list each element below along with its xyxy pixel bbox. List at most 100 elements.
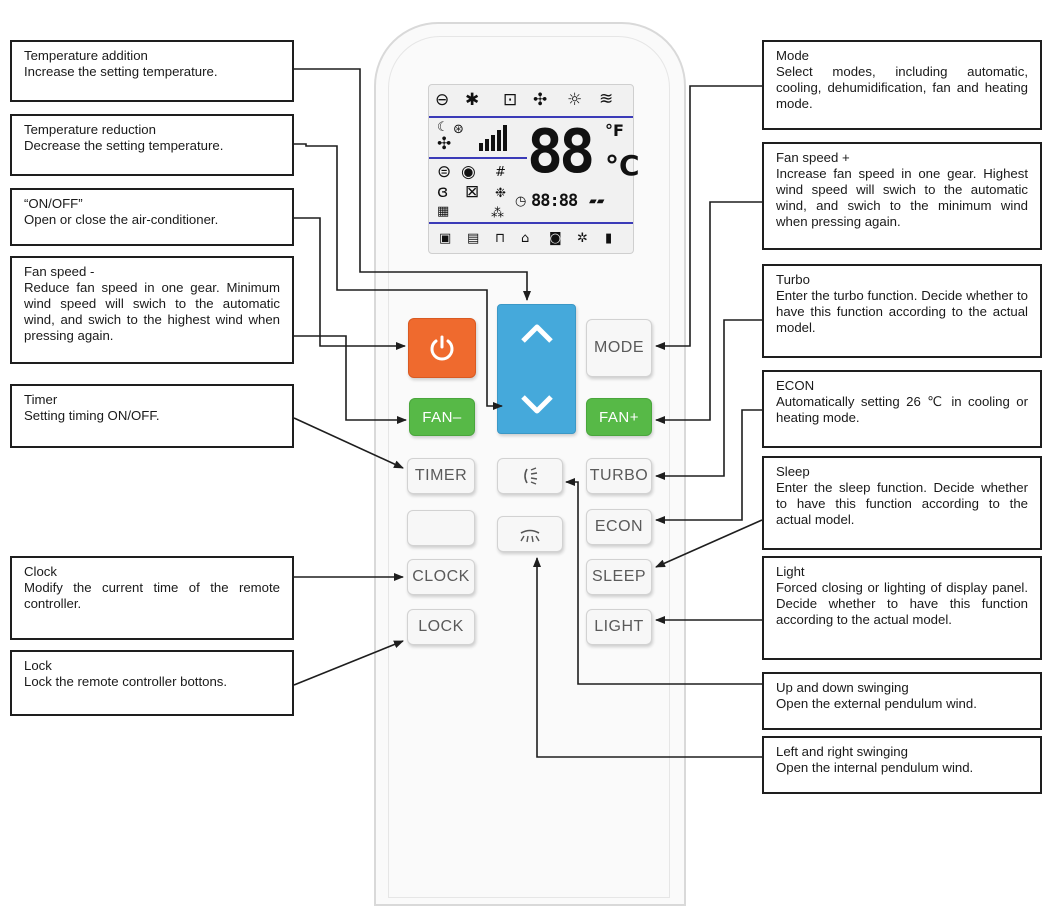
callout-title: Clock (24, 564, 57, 579)
eye-icon: ◉ (461, 162, 476, 182)
dry-mode-icon: ⊡ (503, 90, 518, 110)
callout-title: Lock (24, 658, 52, 673)
callout-on-off: “ON/OFF” Open or close the air-condition… (10, 188, 294, 246)
mode-button[interactable]: MODE (586, 319, 652, 377)
lcd-divider-top (429, 116, 633, 118)
clock-small-icon: ◙ (549, 231, 562, 246)
timer-button[interactable]: TIMER (407, 458, 475, 494)
temperature-up-button[interactable] (519, 321, 555, 345)
clock-button[interactable]: CLOCK (407, 559, 475, 595)
callout-title: Sleep (776, 464, 810, 479)
cool-mode-icon: ✱ (465, 90, 480, 110)
lock-button[interactable]: LOCK (407, 609, 475, 645)
callout-desc: Open the external pendulum wind. (776, 696, 977, 711)
lcd-display: ⊖ ✱ ⊡ ✣ ☼ ≋ ☾ ⊛ ✣ ⊜ ◉ # ɞ ⊠ ❉ ▦ ⁂ 88 °F … (428, 84, 640, 254)
unit-fahrenheit: °F (605, 121, 624, 140)
chevron-down-icon (520, 395, 553, 414)
callout-timer: Timer Setting timing ON/OFF. (10, 384, 294, 448)
temperature-readout: 88 (527, 117, 595, 187)
callout-light: Light Forced closing or lighting of disp… (762, 556, 1042, 660)
callout-econ: ECON Automatically setting 26 ℃ in cooli… (762, 370, 1042, 448)
chevron-up-icon (520, 324, 553, 343)
clock-icon: ◷ (515, 194, 527, 209)
light-button[interactable]: LIGHT (586, 609, 652, 645)
callout-mode: Mode Select modes, including automatic, … (762, 40, 1042, 130)
callout-desc: Select modes, including automatic, cooli… (776, 64, 1028, 111)
callout-temperature-reduction: Temperature reduction Decrease the setti… (10, 114, 294, 176)
callout-desc: Setting timing ON/OFF. (24, 408, 160, 423)
callout-temperature-addition: Temperature addition Increase the settin… (10, 40, 294, 102)
callout-desc: Forced closing or lighting of display pa… (776, 580, 1028, 627)
temperature-rocker (497, 304, 576, 434)
callout-desc: Open or close the air-conditioner. (24, 212, 219, 227)
power-icon (430, 335, 454, 361)
callout-clock: Clock Modify the current time of the rem… (10, 556, 294, 640)
callout-desc: Open the internal pendulum wind. (776, 760, 974, 775)
battery-icon: ▮ (605, 231, 613, 246)
lcd-divider-bottom (429, 222, 633, 224)
fan-minus-button[interactable]: FAN– (409, 398, 475, 436)
temp-sensor-icon: ▤ (467, 231, 480, 246)
grid-icon: ▦ (437, 204, 450, 219)
fan-speed-bars-icon (479, 125, 513, 151)
callout-title: ECON (776, 378, 815, 393)
econ-icon: ɞ (437, 182, 449, 202)
home-icon: ⌂ (521, 231, 530, 246)
horizontal-swing-button[interactable] (497, 516, 563, 552)
callout-desc: Reduce fan speed in one gear. Minimum wi… (24, 280, 280, 343)
turbo-button[interactable]: TURBO (586, 458, 652, 494)
vertical-swing-icon (524, 467, 538, 485)
callout-fan-speed-minus: Fan speed - Reduce fan speed in one gear… (10, 256, 294, 364)
callout-title: Temperature reduction (24, 122, 156, 137)
sleep-button[interactable]: SLEEP (586, 559, 652, 595)
health-icon: # (495, 165, 506, 180)
vertical-swing-button[interactable] (497, 458, 563, 494)
callout-title: Fan speed + (776, 150, 850, 165)
fan-mode-icon: ✣ (533, 90, 548, 110)
fan-plus-button[interactable]: FAN+ (586, 398, 652, 436)
auto-fan-icon: ⊛ (453, 122, 464, 137)
lock-icon: ⊓ (495, 231, 506, 246)
callout-desc: Lock the remote controller bottons. (24, 674, 228, 689)
callout-desc: Decrease the setting temperature. (24, 138, 224, 153)
callout-title: Temperature addition (24, 48, 148, 63)
callout-title: Left and right swinging (776, 744, 908, 759)
callout-title: Fan speed - (24, 264, 95, 279)
power-button[interactable] (408, 318, 476, 378)
callout-title: Up and down swinging (776, 680, 909, 695)
callout-title: Light (776, 564, 805, 579)
callout-desc: Increase fan speed in one gear. Highest … (776, 166, 1028, 229)
callout-turbo: Turbo Enter the turbo function. Decide w… (762, 264, 1042, 358)
callout-desc: Modify the current time of the remote co… (24, 580, 280, 611)
heat-mode-icon: ☼ (567, 90, 583, 110)
callout-sleep: Sleep Enter the sleep function. Decide w… (762, 456, 1042, 550)
callout-lock: Lock Lock the remote controller bottons. (10, 650, 294, 716)
unit-celsius: °C (605, 149, 640, 182)
blank-button[interactable] (407, 510, 475, 546)
callout-title: Mode (776, 48, 809, 63)
callout-desc: Enter the sleep function. Decide whether… (776, 480, 1028, 527)
vertical-swing-small-icon: ❉ (495, 186, 506, 201)
lcd-divider-left (429, 157, 527, 159)
clock-readout: 88:88 (531, 191, 578, 211)
horizontal-swing-small-icon: ⁂ (491, 206, 504, 221)
defrost-icon: ✲ (577, 231, 588, 246)
callout-fan-speed-plus: Fan speed + Increase fan speed in one ge… (762, 142, 1042, 250)
callout-desc: Automatically setting 26 ℃ in cooling or… (776, 394, 1028, 425)
horizontal-swing-icon (520, 529, 540, 543)
timer-box-icon: ⊠ (465, 182, 480, 202)
callout-desc: Increase the setting temperature. (24, 64, 218, 79)
temperature-down-button[interactable] (519, 393, 555, 417)
callout-title: Turbo (776, 272, 810, 287)
callout-title: Timer (24, 392, 58, 407)
econ-button[interactable]: ECON (586, 509, 652, 545)
callout-title: “ON/OFF” (24, 196, 83, 211)
am-pm-icon: ▰▰ (589, 196, 605, 207)
filter-icon: ▣ (439, 231, 452, 246)
callout-desc: Enter the turbo function. Decide whether… (776, 288, 1028, 335)
fan-speed-icon: ✣ (437, 134, 452, 154)
wifi-signal-icon: ≋ (599, 89, 614, 109)
callout-left-right-swinging: Left and right swinging Open the interna… (762, 736, 1042, 794)
auto-mode-icon: ⊖ (435, 90, 450, 110)
callout-up-down-swinging: Up and down swinging Open the external p… (762, 672, 1042, 730)
